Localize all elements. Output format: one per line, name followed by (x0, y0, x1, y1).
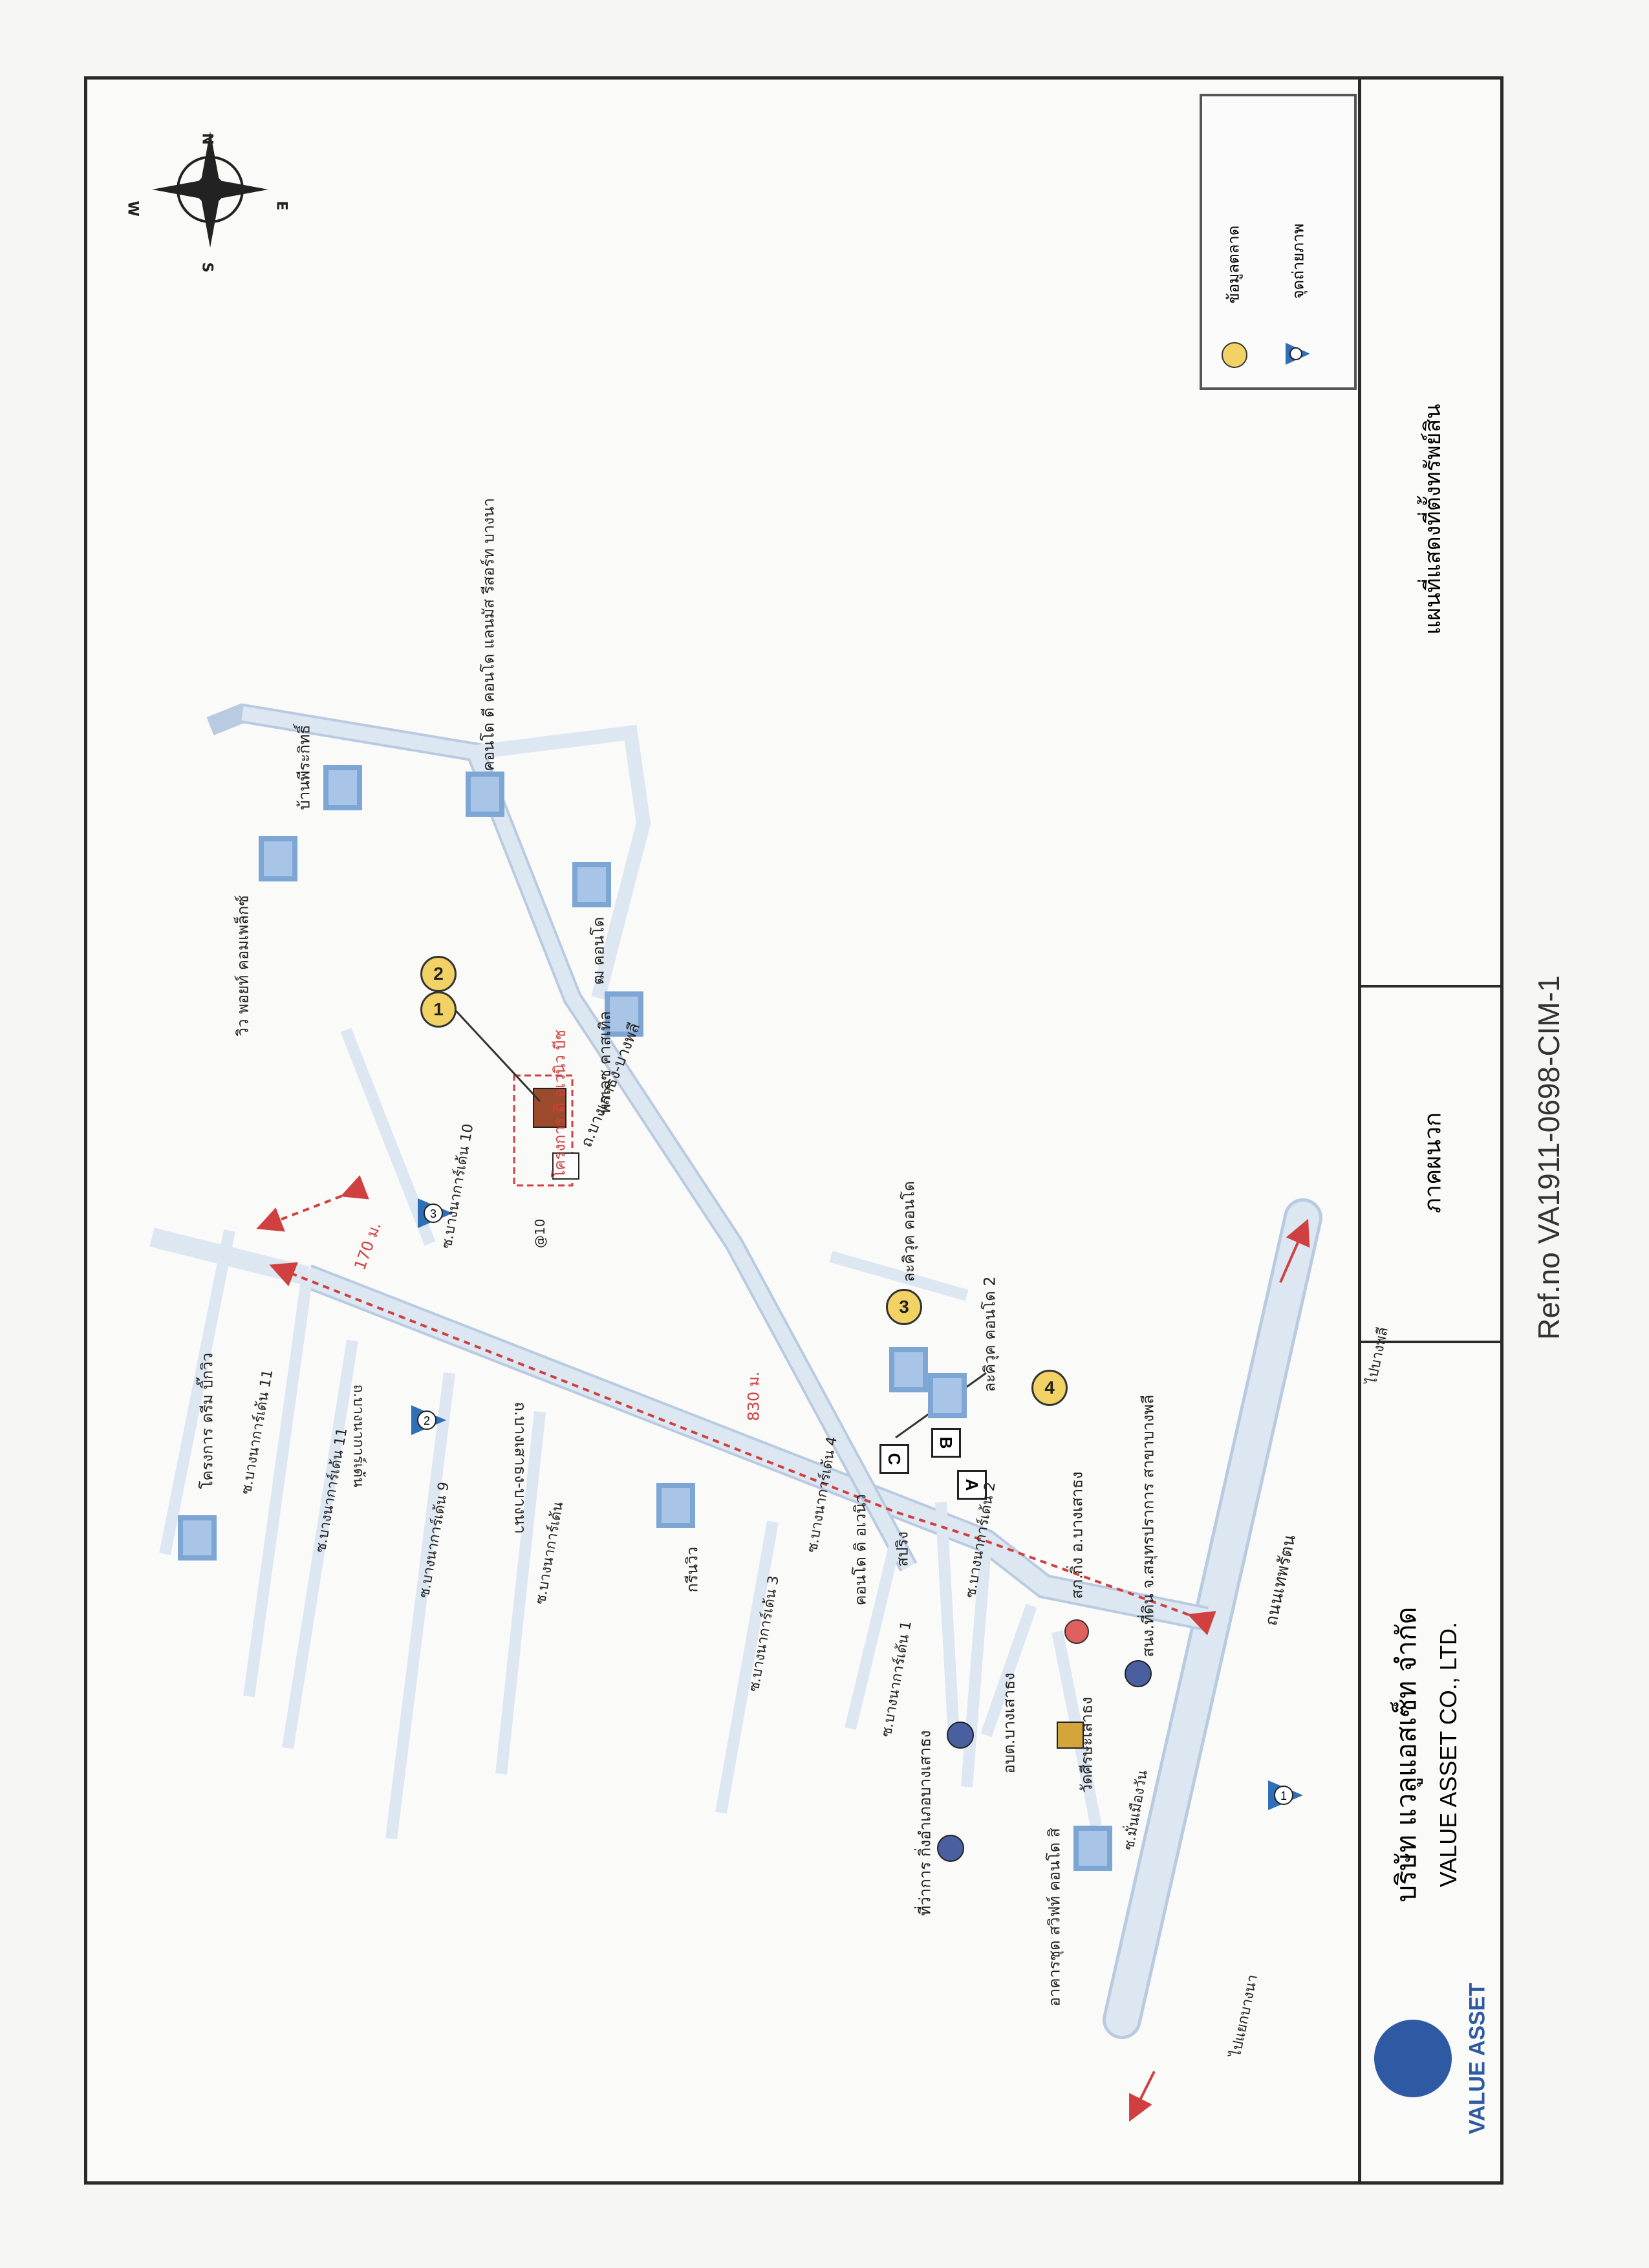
market-marker-4[interactable]: 4 (1031, 1370, 1068, 1406)
camera-triangle-icon: 1 (1268, 1780, 1303, 1810)
page-frame (84, 76, 1503, 2185)
svg-text:3: 3 (430, 1207, 436, 1220)
map-area: 1 2 3 4 1 2 3 A B C ถนนเทพรัตน ไปแยกบางน… (87, 80, 1392, 2181)
svg-text:2: 2 (424, 1414, 430, 1427)
place-label-spring: สปริง (893, 1531, 912, 1567)
legend-photo-label: จุดถ่ายภาพ (1289, 223, 1308, 299)
market-marker-1[interactable]: 1 (420, 991, 457, 1028)
place-label-condo-swift: อาคารชุด สวิฟท์ คอนโด สิ (1045, 1828, 1064, 2007)
place-label-green-view: กรีนวิว (683, 1546, 702, 1593)
place-label-police: สภ.กิ่ง อ.บางเสาธง (1068, 1471, 1086, 1599)
company-logo-text: VALUE ASSET (1465, 1982, 1490, 2135)
place-label-dream-bizview: โครงการ ดรีม บิ๊กวิว (198, 1352, 217, 1489)
camera-triangle-icon: 2 (411, 1405, 446, 1435)
place-label-subject: โครงการ ดิ อเวนิว บีช (550, 1030, 569, 1179)
ref-number: Ref.no VA1911-0698-CIM-1 (1532, 975, 1566, 1340)
compass-rose-icon (152, 131, 268, 248)
photo-point-2[interactable]: 2 (407, 1399, 450, 1442)
place-label-bangsaothong: อบต.บางเสาธง (1000, 1672, 1018, 1774)
footer-region: ภาคผนวก (1419, 1112, 1447, 1213)
photo-point-3[interactable]: 3 (414, 1192, 457, 1235)
landmark-icons (937, 1619, 1152, 1862)
comparable-c[interactable]: C (879, 1444, 909, 1474)
building-icon (656, 1483, 695, 1528)
place-label-baan-prakit: บ้านพีระกิทธิ์ (295, 724, 314, 810)
footer-strip: แผนที่แสดงที่ตั้งทรัพย์สิน ภาคผนวก บริษั… (1358, 80, 1503, 2181)
market-marker-2[interactable]: 2 (420, 956, 457, 992)
footer-region-cell: ภาคผนวก (1361, 985, 1503, 1343)
comparable-b[interactable]: B (931, 1428, 961, 1458)
place-label-condo-avenue: คอนโด ดิ อเวนิว (851, 1494, 870, 1606)
subject-property (513, 1074, 579, 1187)
seal-icon (937, 1835, 964, 1862)
compass-w-label: W (124, 200, 141, 217)
building-icon (259, 836, 297, 881)
seal-icon (947, 1722, 974, 1749)
building-icon (323, 765, 362, 810)
place-label-lasiri-2: ละคิวุค คอนโด 2 (980, 1276, 999, 1392)
distance-label-830: 830 ม. (744, 1371, 763, 1421)
market-marker-3[interactable]: 3 (886, 1289, 922, 1325)
temple-icon (1057, 1722, 1084, 1749)
building-icons (178, 765, 1112, 1871)
camera-triangle-icon: 3 (418, 1198, 453, 1228)
legend-market-icon (1222, 342, 1247, 368)
place-label-school: ที่ว่าการ กิ่งอำเภอบางเสาธง (916, 1730, 934, 1916)
compass-s-label: S (199, 262, 215, 273)
place-label-subject-code: @10 (532, 1218, 548, 1248)
place-label-lasiri: ละคิวุค คอนโด (900, 1181, 918, 1282)
legend-photo-icon (1283, 339, 1313, 369)
road-label-bangna-road: ถ.บางเสาธง-บางนา (511, 1401, 530, 1534)
building-icon (178, 1515, 217, 1561)
compass-n-label: N (199, 133, 215, 145)
place-label-view-point: วิว พอยท์ คอมเพล็กซ์ (233, 895, 252, 1037)
map-svg (149, 131, 1322, 2122)
legend: ข้อมูลตลาด จุดถ่ายภาพ (1200, 94, 1357, 390)
place-label-wat: วัดศีรษะเสาธง (1077, 1696, 1096, 1793)
compass-e-label: E (273, 200, 290, 211)
company-name-th: บริษัท แวลูแอสเซ็ท จำกัด (1390, 1606, 1422, 1903)
footer-title-cell: แผนที่แสดงที่ตั้งทรัพย์สิน (1361, 80, 1503, 988)
building-icon (605, 991, 643, 1037)
legend-market-label: ข้อมูลตลาด (1224, 225, 1243, 304)
place-label-palace: พาเลซ คาสเทิล (596, 1011, 614, 1114)
building-icon (572, 862, 611, 907)
company-logo-icon (1374, 2020, 1452, 2097)
footer-map-title: แผนที่แสดงที่ตั้งทรัพย์สิน (1420, 404, 1446, 635)
seal-icon (1125, 1660, 1152, 1687)
route-lines (256, 1175, 1310, 2122)
police-icon (1064, 1619, 1089, 1644)
place-label-m-condo: ฒ คอนโด (589, 916, 608, 985)
place-label-condo-landmark: คอนโด ดี คอนโด แลนมัส รีสอร์ท บางนา (479, 498, 498, 772)
svg-text:1: 1 (1280, 1789, 1287, 1802)
building-icon (928, 1373, 967, 1418)
place-label-land-office: สนง.ที่ดิน จ.สมุทรปราการ สาขาบางพลี (1139, 1394, 1158, 1658)
building-icon (1073, 1826, 1112, 1871)
road-label-soi-5: ถ.บางนาการ์เด้น (350, 1384, 367, 1487)
footer-company-cell: บริษัท แวลูแอสเซ็ท จำกัด VALUE ASSET CO.… (1361, 1341, 1503, 2181)
company-name-en: VALUE ASSET CO., LTD. (1435, 1621, 1461, 1888)
building-icon (466, 772, 504, 817)
photo-point-1[interactable]: 1 (1264, 1774, 1307, 1817)
building-icon (889, 1347, 928, 1392)
